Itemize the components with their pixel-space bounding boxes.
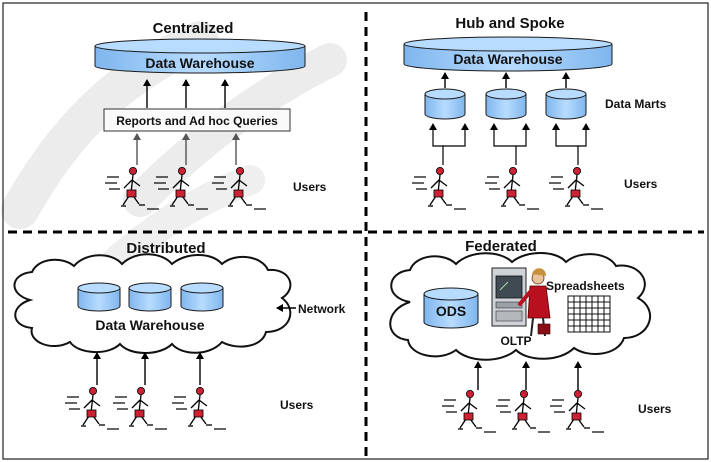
user-icon: [549, 167, 603, 210]
distributed-users-label: Users: [280, 398, 314, 412]
quadrant-federated: Federated ODS OLTP Spreadsheets: [389, 238, 672, 416]
user-icon: [412, 167, 466, 210]
data-mart-cylinder-1: [424, 88, 466, 120]
user-icon: [154, 167, 208, 210]
centralized-users-label: Users: [293, 180, 327, 194]
spreadsheet-grid-icon: [567, 295, 611, 333]
federated-title: Federated: [465, 238, 537, 255]
data-marts-label: Data Marts: [605, 97, 667, 111]
user-icon: [442, 390, 496, 433]
spreadsheets-label: Spreadsheets: [546, 279, 625, 293]
data-mart-cylinder-3: [545, 88, 587, 120]
distributed-cylinder-1: [77, 282, 121, 312]
user-icon: [485, 167, 539, 210]
distributed-warehouse-label: Data Warehouse: [95, 317, 204, 333]
queries-box: [103, 108, 291, 132]
distributed-title: Distributed: [126, 240, 205, 257]
hub-users-label: Users: [624, 177, 658, 191]
quadrant-centralized: Centralized Data Warehouse Reports and A…: [94, 20, 327, 194]
oltp-operator-icon: [518, 268, 551, 337]
oltp-terminal-icon: [491, 267, 527, 327]
oltp-label: OLTP: [500, 334, 531, 348]
distributed-cylinder-2: [128, 282, 172, 312]
user-icon: [172, 387, 226, 430]
user-icon: [113, 387, 167, 430]
centralized-title: Centralized: [153, 20, 234, 37]
quadrant-distributed: Distributed Data Warehouse Network Users: [13, 240, 346, 412]
ods-label: ODS: [436, 303, 466, 319]
federated-users-label: Users: [638, 402, 672, 416]
hub-spoke-title: Hub and Spoke: [455, 15, 564, 32]
hub-warehouse-cylinder: Data Warehouse: [403, 36, 613, 72]
user-icon: [65, 387, 119, 430]
network-label: Network: [298, 302, 346, 316]
quadrant-hub-spoke: Hub and Spoke Data Warehouse Data Marts: [403, 15, 667, 191]
data-mart-cylinder-2: [485, 88, 527, 120]
queries-label: Reports and Ad hoc Queries: [116, 114, 278, 128]
distributed-cylinder-3: [180, 282, 224, 312]
ods-cylinder: ODS: [423, 287, 479, 329]
user-icon: [550, 390, 604, 433]
centralized-warehouse-label: Data Warehouse: [145, 55, 254, 71]
user-icon: [496, 390, 550, 433]
hub-user-connectors: [429, 123, 590, 165]
user-figures: [65, 167, 604, 433]
user-icon: [105, 167, 159, 210]
hub-warehouse-label: Data Warehouse: [453, 51, 562, 67]
user-icon: [212, 167, 266, 210]
centralized-warehouse-cylinder: Data Warehouse: [94, 38, 306, 74]
